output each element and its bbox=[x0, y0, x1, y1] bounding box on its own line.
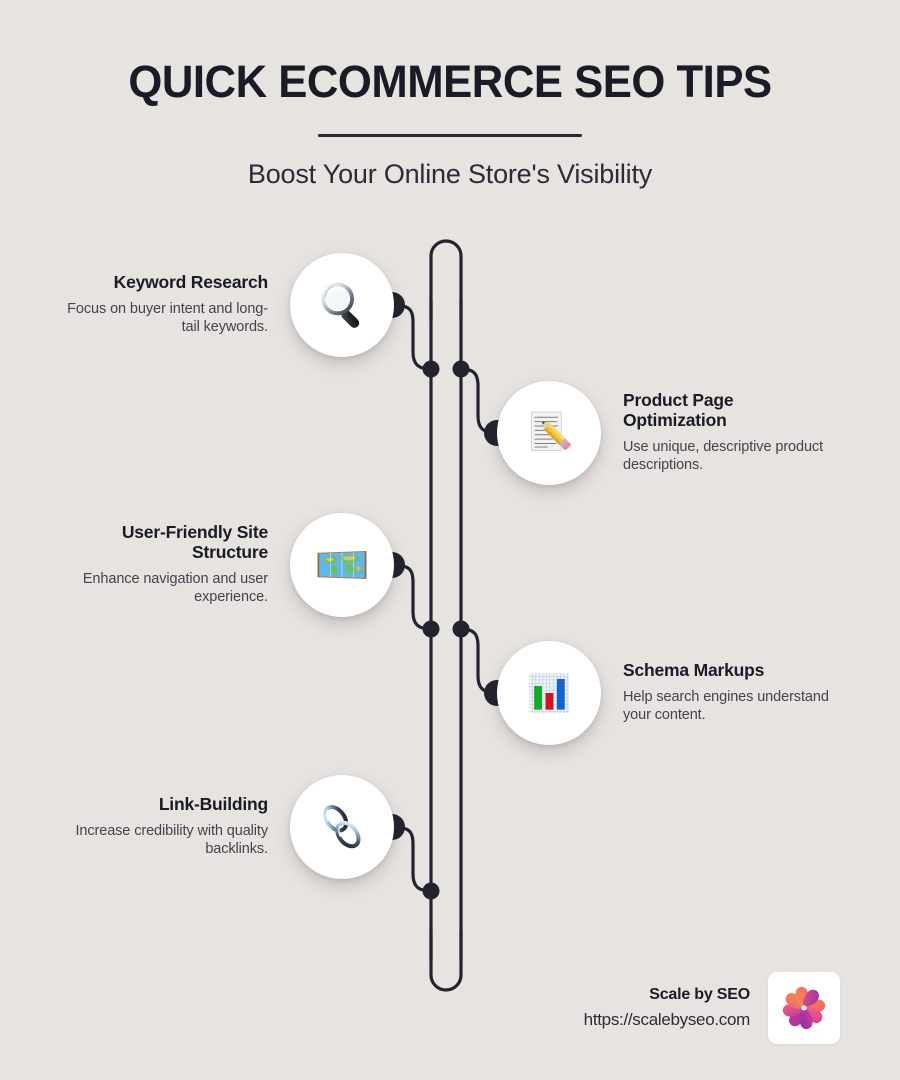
node-dot-small bbox=[452, 620, 470, 638]
tip-icon-bubble[interactable] bbox=[497, 641, 601, 745]
memo-pencil-icon bbox=[531, 411, 571, 451]
magnifying-glass-icon bbox=[321, 282, 360, 328]
tip-text-block: Product Page Optimization Use unique, de… bbox=[601, 389, 841, 476]
brand-url[interactable]: https://scalebyseo.com bbox=[583, 1010, 751, 1029]
tip-description: Use unique, descriptive product descript… bbox=[623, 438, 824, 474]
tip-item-user-friendly-site-structure[interactable]: User-Friendly Site Structure Enhance nav… bbox=[50, 513, 394, 617]
tip-text-block: Schema Markups Help search engines under… bbox=[601, 659, 841, 726]
node-dot-small bbox=[422, 620, 440, 638]
world-map-icon bbox=[317, 551, 367, 579]
bar-red bbox=[545, 693, 554, 710]
tip-description: Help search engines understand your cont… bbox=[623, 688, 829, 724]
footer: Scale by SEO https://scalebyseo.com bbox=[520, 972, 840, 1044]
brand-name: Scale by SEO bbox=[649, 986, 750, 1003]
tip-description: Enhance navigation and user experience. bbox=[82, 570, 268, 606]
tip-item-schema-markups[interactable]: Schema Markups Help search engines under… bbox=[497, 641, 841, 745]
footer-text-block: Scale by SEO https://scalebyseo.com bbox=[584, 986, 768, 1030]
title-divider bbox=[318, 133, 582, 137]
chain-link-icon bbox=[322, 805, 361, 849]
tip-icon-bubble[interactable] bbox=[290, 513, 394, 617]
tip-title: Keyword Research bbox=[113, 271, 269, 292]
bar-blue bbox=[556, 679, 565, 710]
brand-logo-box[interactable] bbox=[768, 972, 840, 1044]
tip-description: Focus on buyer intent and long-tail keyw… bbox=[67, 300, 268, 336]
tip-title: Product Page Optimization bbox=[623, 389, 734, 430]
tip-title: User-Friendly Site Structure bbox=[121, 521, 268, 562]
tip-text-block: User-Friendly Site Structure Enhance nav… bbox=[50, 521, 290, 608]
tip-item-product-page-optimization[interactable]: Product Page Optimization Use unique, de… bbox=[497, 381, 841, 485]
tip-text-block: Link-Building Increase credibility with … bbox=[50, 793, 290, 860]
node-dot-small bbox=[422, 882, 440, 900]
tip-title: Schema Markups bbox=[623, 659, 765, 680]
bar-green bbox=[534, 686, 542, 710]
tip-icon-bubble[interactable] bbox=[290, 775, 394, 879]
tip-item-link-building[interactable]: Link-Building Increase credibility with … bbox=[50, 775, 394, 879]
page-title: QUICK ECOMMERCE SEO TIPS bbox=[128, 56, 772, 107]
tip-icon-bubble[interactable] bbox=[290, 253, 394, 357]
bar-chart-icon bbox=[528, 672, 570, 714]
header: QUICK ECOMMERCE SEO TIPS Boost Your Onli… bbox=[0, 0, 900, 190]
tip-title: Link-Building bbox=[158, 793, 268, 814]
tip-description: Increase credibility with quality backli… bbox=[75, 822, 268, 858]
node-dot-small bbox=[422, 360, 440, 378]
tip-icon-bubble[interactable] bbox=[497, 381, 601, 485]
tip-item-keyword-research[interactable]: Keyword Research Focus on buyer intent a… bbox=[50, 253, 394, 357]
tip-text-block: Keyword Research Focus on buyer intent a… bbox=[50, 271, 290, 338]
pinwheel-logo-icon bbox=[782, 986, 826, 1030]
page-subtitle: Boost Your Online Store's Visibility bbox=[247, 158, 653, 189]
node-dot-small bbox=[452, 360, 470, 378]
